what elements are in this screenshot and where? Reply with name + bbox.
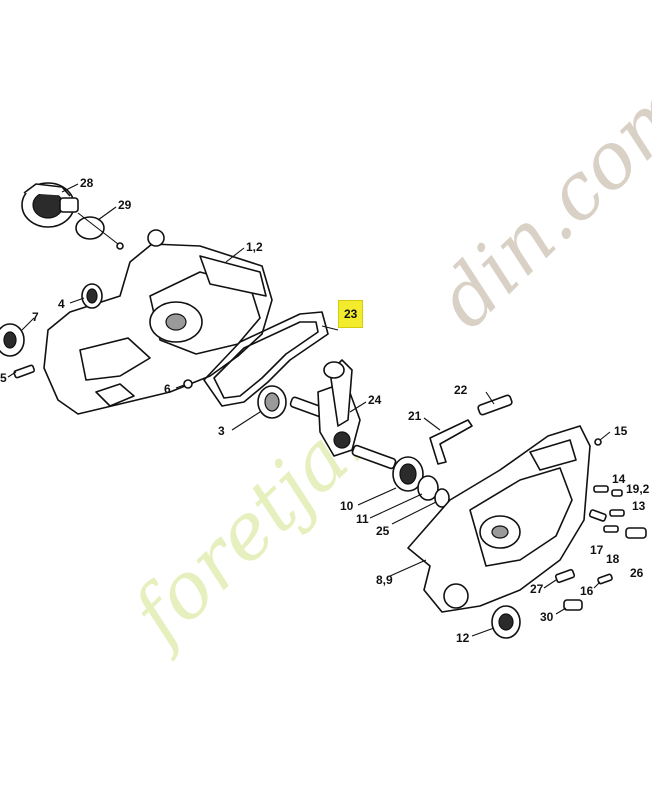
part-23-gasket-drawing bbox=[203, 311, 329, 407]
part-29-drawing bbox=[75, 212, 124, 250]
part-3-bearing-drawing bbox=[257, 385, 287, 419]
callout-22: 22 bbox=[454, 383, 468, 397]
callout-29: 29 bbox=[118, 198, 132, 212]
callout-17: 17 bbox=[590, 543, 604, 557]
callout-5: 5 bbox=[0, 371, 7, 385]
callout-19-20: 19,2 bbox=[626, 482, 650, 496]
callout-23-highlighted[interactable]: 23 bbox=[338, 300, 364, 328]
part-28-drawing bbox=[21, 182, 79, 228]
callout-24: 24 bbox=[368, 393, 382, 407]
leader-lines bbox=[7, 183, 611, 637]
callout-21: 21 bbox=[408, 409, 422, 423]
part-24-crankshaft-drawing bbox=[289, 359, 397, 470]
part-21-22-drawing bbox=[429, 394, 513, 465]
part-4-drawing bbox=[81, 283, 103, 309]
callout-26: 26 bbox=[630, 566, 644, 580]
part-5-drawing bbox=[13, 364, 36, 379]
callout-27: 27 bbox=[530, 582, 544, 596]
callout-30: 30 bbox=[540, 610, 554, 624]
callout-3: 3 bbox=[218, 424, 225, 438]
callout-7: 7 bbox=[32, 310, 39, 324]
callout-16: 16 bbox=[580, 584, 594, 598]
callout-14: 14 bbox=[612, 472, 626, 486]
callout-12: 12 bbox=[456, 631, 470, 645]
part-11-25-drawing bbox=[417, 475, 450, 508]
part-6-drawing bbox=[183, 379, 193, 389]
callout-6: 6 bbox=[164, 382, 171, 396]
right-side-fasteners bbox=[588, 438, 647, 539]
part-10-bearing-drawing bbox=[392, 456, 424, 492]
part-8-9-crankcase-right bbox=[407, 425, 591, 613]
bottom-fasteners bbox=[554, 568, 613, 611]
callout-11: 11 bbox=[356, 512, 369, 526]
callout-28: 28 bbox=[80, 176, 94, 190]
callout-15: 15 bbox=[614, 424, 628, 438]
callout-4: 4 bbox=[58, 297, 65, 311]
part-1-2-crankcase-left bbox=[43, 229, 273, 415]
callout-10: 10 bbox=[340, 499, 354, 513]
callout-13: 13 bbox=[632, 499, 646, 513]
callout-25: 25 bbox=[376, 524, 390, 538]
callout-1-2: 1,2 bbox=[246, 240, 263, 254]
part-7-drawing bbox=[0, 323, 25, 357]
callout-8-9: 8,9 bbox=[376, 573, 393, 587]
part-12-drawing bbox=[491, 605, 521, 639]
callout-18: 18 bbox=[606, 552, 620, 566]
